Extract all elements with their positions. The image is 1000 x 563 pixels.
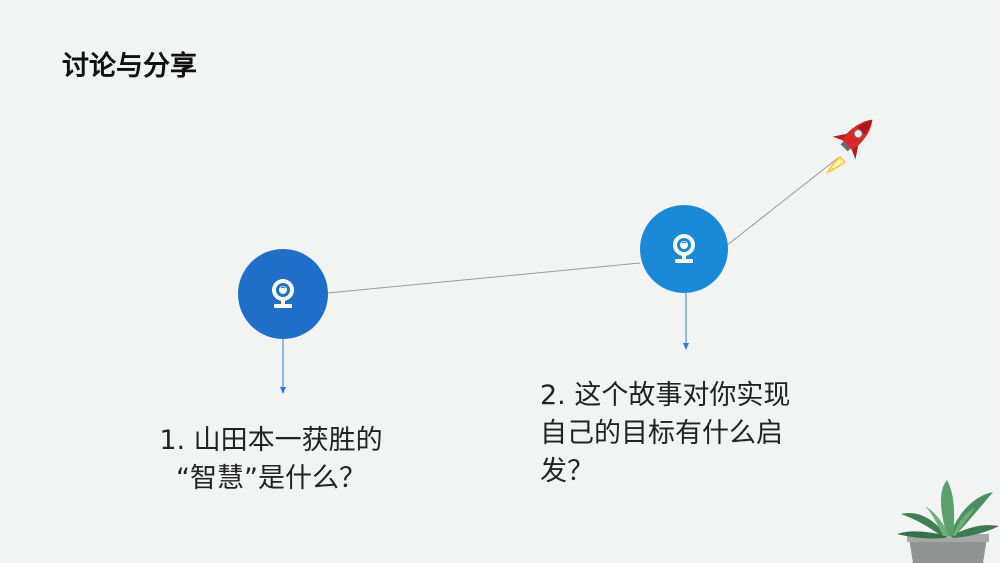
connector-line-2-rocket (725, 157, 839, 247)
question-2: 2. 这个故事对你实现 自己的目标有什么启 发？ (540, 377, 840, 491)
slide-title: 讨论与分享 (62, 51, 197, 82)
succulent-plant-icon (897, 480, 999, 563)
question-2-line-1: 2. 这个故事对你实现 (540, 380, 791, 411)
question-1: 1. 山田本一获胜的 “智慧”是什么？ (136, 422, 406, 498)
question-2-line-3: 发？ (540, 456, 594, 487)
question-1-line-1: 1. 山田本一获胜的 (159, 425, 383, 456)
rocket-icon (826, 119, 873, 174)
milestone-node-2 (640, 205, 728, 293)
connector-line-1-2 (327, 262, 641, 294)
webcam-icon (673, 234, 695, 263)
arrow-head-1 (280, 387, 286, 394)
milestone-node-1 (238, 249, 328, 339)
arrow-head-2 (683, 343, 689, 350)
webcam-icon (272, 279, 294, 308)
question-1-line-2: “智慧”是什么？ (176, 463, 366, 494)
question-2-line-2: 自己的目标有什么启 (540, 418, 783, 449)
